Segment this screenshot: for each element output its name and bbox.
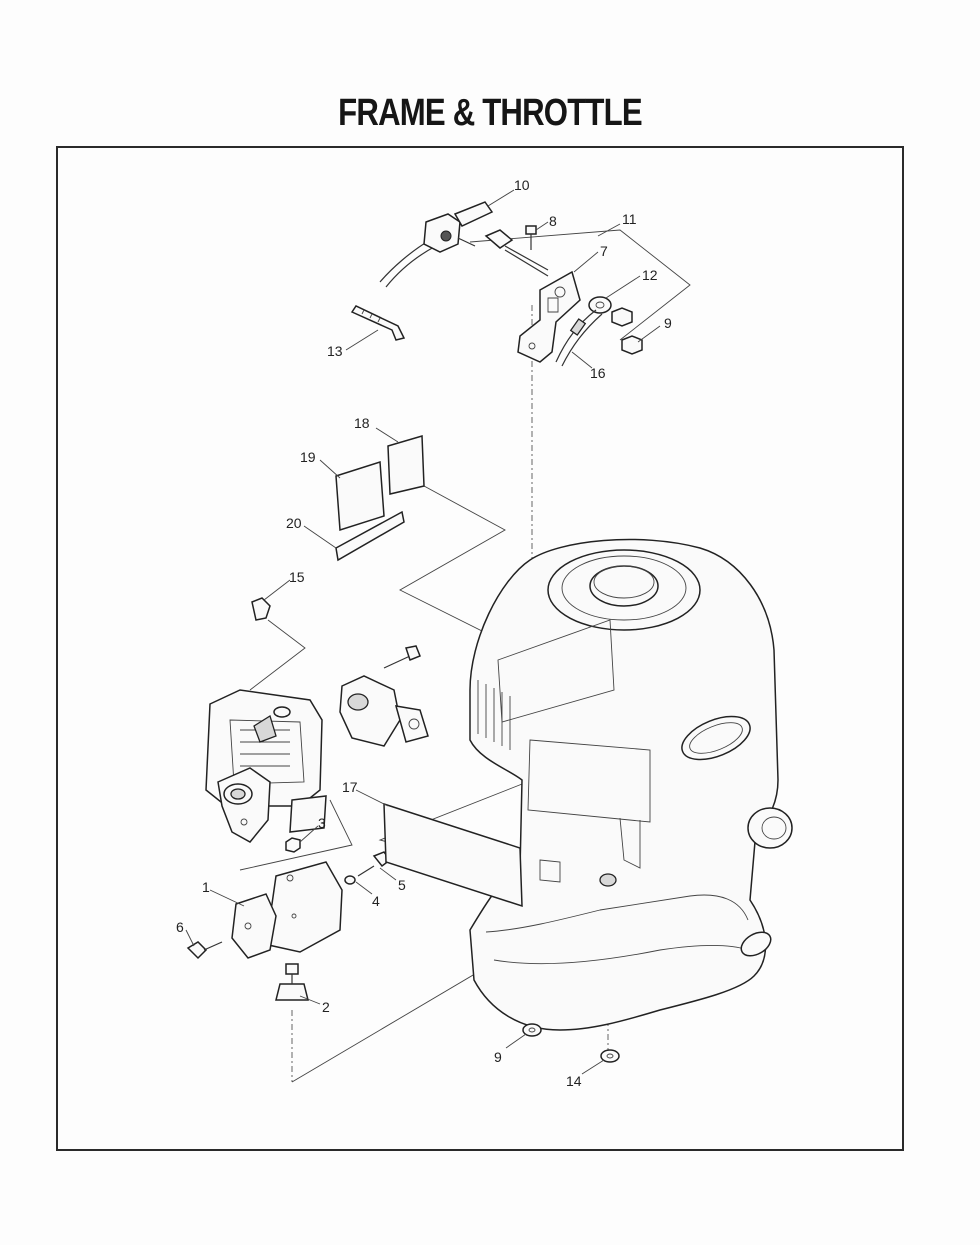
- callout-6: 6: [176, 919, 184, 935]
- fuel-tank-frame: [469, 538, 793, 1031]
- callout-14: 14: [566, 1073, 582, 1089]
- nut-3: [285, 837, 301, 853]
- guide-line-engine: [239, 799, 353, 871]
- callout-20: 20: [286, 515, 302, 531]
- stop-wire-16: [555, 309, 603, 367]
- washer-hole: [606, 1053, 614, 1059]
- decal-18: [387, 435, 425, 495]
- callout-10: 10: [514, 177, 530, 193]
- vibration-mount-2: [275, 963, 309, 1001]
- guide-line-15: [249, 619, 306, 691]
- callout-15: 15: [289, 569, 305, 585]
- callout-8: 8: [549, 213, 557, 229]
- callout-13: 13: [327, 343, 343, 359]
- callout-leaders: [185, 189, 661, 1075]
- engine-assembly: [205, 689, 327, 843]
- callout-12: 12: [642, 267, 658, 283]
- callout-7: 7: [600, 243, 608, 259]
- callout-1: 1: [202, 879, 210, 895]
- bracket-line-11: [469, 229, 691, 341]
- washer-hole: [528, 1027, 536, 1033]
- mount-bracket-1: [231, 861, 343, 959]
- washer-hole: [595, 301, 605, 309]
- cable-connector: [484, 229, 549, 277]
- cable-tie-13: [350, 305, 406, 341]
- guide-line-decals: [399, 479, 531, 656]
- washer-14: [600, 1049, 620, 1063]
- callout-11: 11: [622, 211, 637, 227]
- carb-bolt: [383, 645, 421, 669]
- washer-9-bottom: [522, 1023, 542, 1037]
- bolt-6: [186, 941, 223, 960]
- callout-9-bottom: 9: [494, 1049, 502, 1065]
- decal-20: [335, 510, 405, 562]
- callout-4: 4: [372, 893, 380, 909]
- decal-19: [335, 460, 385, 532]
- throttle-bracket: [517, 270, 581, 363]
- diagram-frame: [56, 146, 904, 1151]
- throttle-lever: [379, 201, 494, 288]
- carburetor: [339, 675, 429, 747]
- decal-17: [383, 802, 523, 908]
- callout-18: 18: [354, 415, 370, 431]
- washer-12: [588, 296, 612, 314]
- nut-12: [611, 307, 633, 327]
- callout-19: 19: [300, 449, 316, 465]
- callout-9-top: 9: [664, 315, 672, 331]
- callout-5: 5: [398, 877, 406, 893]
- screw-8: [525, 225, 537, 250]
- callout-17: 17: [342, 779, 358, 795]
- washer-4: [344, 875, 356, 885]
- callout-3: 3: [318, 815, 326, 831]
- callout-16: 16: [590, 365, 606, 381]
- clip-15: [251, 597, 271, 621]
- nut-9: [621, 335, 643, 355]
- page-title: FRAME & THROTTLE: [338, 92, 642, 134]
- callout-2: 2: [322, 999, 330, 1015]
